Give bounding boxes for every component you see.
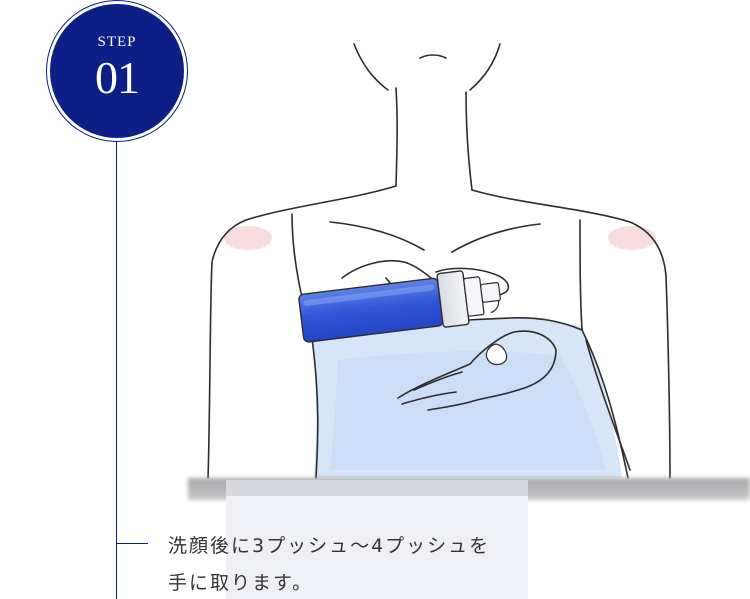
dress-side-left <box>311 337 319 479</box>
right-strap <box>579 219 583 331</box>
receiving-hand <box>397 330 557 411</box>
caption-panel-shade <box>226 480 528 496</box>
timeline-connector-line <box>116 543 148 544</box>
dress-highlight <box>330 351 606 470</box>
left-shoulder-line <box>207 185 397 479</box>
lotion-bottle <box>298 270 501 343</box>
collarbone-right <box>451 223 541 253</box>
step-instruction: 洗顔後に3プッシュ〜4プッシュを 手に取ります。 <box>168 528 588 599</box>
dress-side-right <box>581 329 629 479</box>
step-label: STEP <box>97 34 137 50</box>
step-badge: STEP 01 <box>50 4 184 138</box>
face-left-outline <box>353 43 389 91</box>
instruction-line-1: 洗顔後に3プッシュ〜4プッシュを <box>168 535 491 557</box>
timeline-vertical-line <box>116 138 117 599</box>
caption-panel <box>226 480 528 599</box>
neck-right <box>465 91 473 191</box>
mouth <box>419 54 447 59</box>
collarbone-left <box>329 221 425 251</box>
right-arm-inner <box>585 339 631 471</box>
face-right-outline <box>469 43 501 91</box>
left-shoulder-blush <box>224 226 272 250</box>
step-number: 01 <box>95 52 140 103</box>
right-shoulder-line <box>471 189 671 479</box>
lotion-drop <box>485 343 508 366</box>
instruction-line-2: 手に取ります。 <box>168 572 314 594</box>
neck-left <box>395 87 398 187</box>
right-shoulder-blush <box>608 226 656 250</box>
